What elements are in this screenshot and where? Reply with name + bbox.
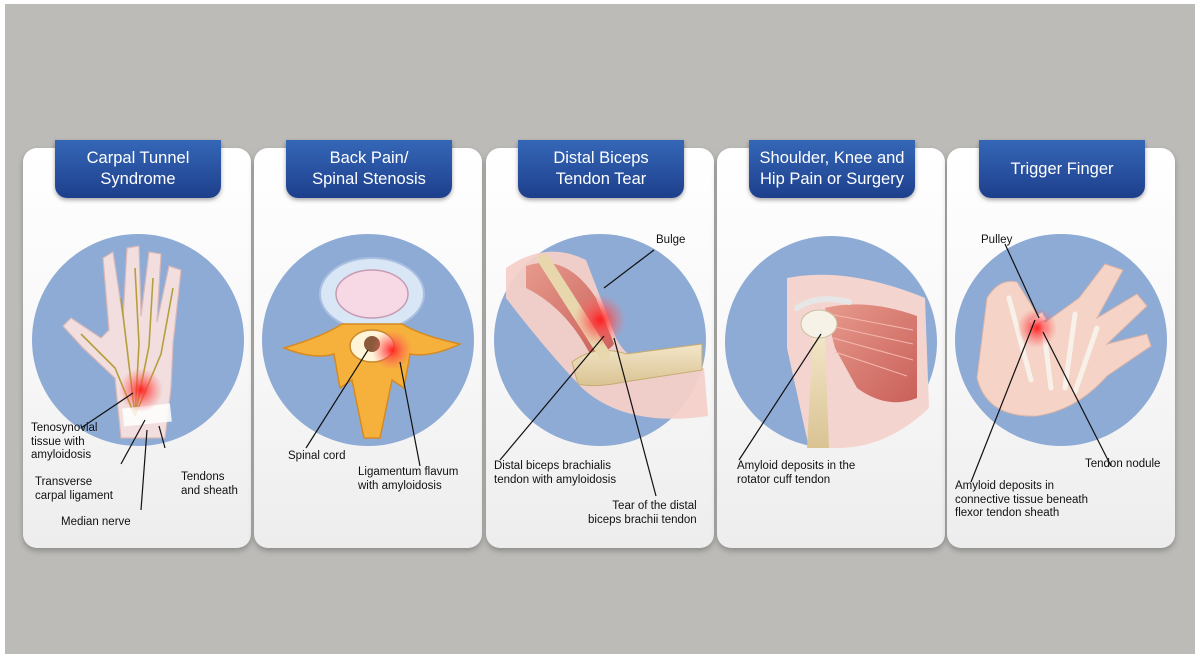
panel-title-tab: Back Pain/ Spinal Stenosis (286, 140, 452, 198)
label-tenosynovial: Tenosynovial tissue with amyloidosis (31, 422, 98, 461)
label-rotator-cuff: Amyloid deposits in the rotator cuff ten… (737, 460, 856, 486)
panel-title-tab: Shoulder, Knee and Hip Pain or Surgery (749, 140, 915, 198)
panel-title: Distal Biceps Tendon Tear (553, 149, 649, 188)
panel-shoulder-knee-hip: Shoulder, Knee and Hip Pain or Surgery A… (717, 140, 945, 548)
label-tendons: Tendons and sheath (181, 471, 238, 497)
label-nerve: Median nerve (61, 516, 131, 528)
label-biceps-tendon: Distal biceps brachialis tendon with amy… (494, 460, 617, 486)
label-bulge: Bulge (656, 234, 686, 246)
panel-spinal-stenosis: Back Pain/ Spinal Stenosis Spinal cord L… (254, 140, 482, 548)
label-tendon-tear: Tear of the distal biceps brachii tendon (588, 500, 697, 526)
panel-title-tab: Distal Biceps Tendon Tear (518, 140, 684, 198)
hand-wrist-icon (32, 234, 244, 511)
panel-title: Trigger Finger (1010, 159, 1114, 178)
panel-title: Back Pain/ Spinal Stenosis (312, 149, 426, 188)
shoulder-icon (725, 236, 937, 461)
label-tendon-nodule: Tendon nodule (1085, 458, 1161, 470)
finger-icon (955, 234, 1167, 483)
panel-title: Shoulder, Knee and Hip Pain or Surgery (759, 149, 905, 188)
panel-title-tab: Carpal Tunnel Syndrome (55, 140, 221, 198)
label-spinal-cord: Spinal cord (288, 450, 346, 462)
label-pulley: Pulley (981, 234, 1013, 246)
label-amyloid-sheath: Amyloid deposits in connective tissue be… (955, 480, 1088, 519)
vertebra-icon (262, 234, 474, 467)
panel-title: Carpal Tunnel Syndrome (86, 149, 190, 188)
figure-background: Carpal Tunnel Syndrome Tenosynovial tiss… (5, 4, 1195, 654)
label-ligamentum-flavum: Ligamentum flavum with amyloidosis (358, 466, 459, 492)
panel-trigger-finger: Trigger Finger Pulley Tendon nodule Amyl… (947, 140, 1175, 548)
label-ligament: Transverse carpal ligament (35, 476, 113, 502)
panel-title-tab: Trigger Finger (979, 140, 1145, 198)
panel-distal-biceps: Distal Biceps Tendon Tear Bulge Distal b… (486, 140, 714, 548)
elbow-icon (494, 234, 708, 497)
panel-carpal-tunnel: Carpal Tunnel Syndrome Tenosynovial tiss… (23, 140, 251, 548)
